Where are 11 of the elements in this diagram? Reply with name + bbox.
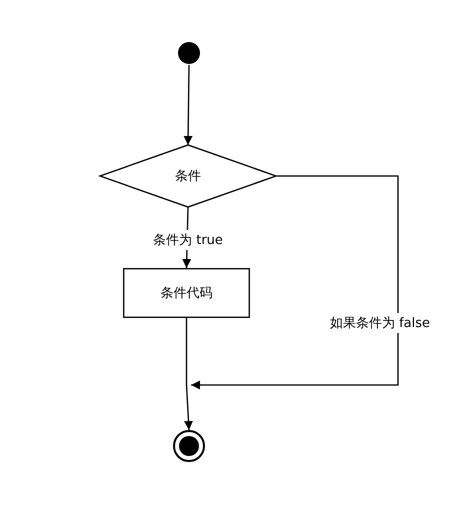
node-text: 条件 [175,168,201,185]
edge-label: 条件为 true [151,230,225,250]
decision-diamond [100,145,276,207]
process-box [123,268,250,318]
node-text: 条件代码 [160,285,212,302]
edge-label: 如果条件为 false [328,313,432,333]
arrow [191,175,399,390]
start-circle [177,41,201,65]
end-circle [173,430,205,462]
arrow [184,65,193,145]
arrow [184,384,193,430]
